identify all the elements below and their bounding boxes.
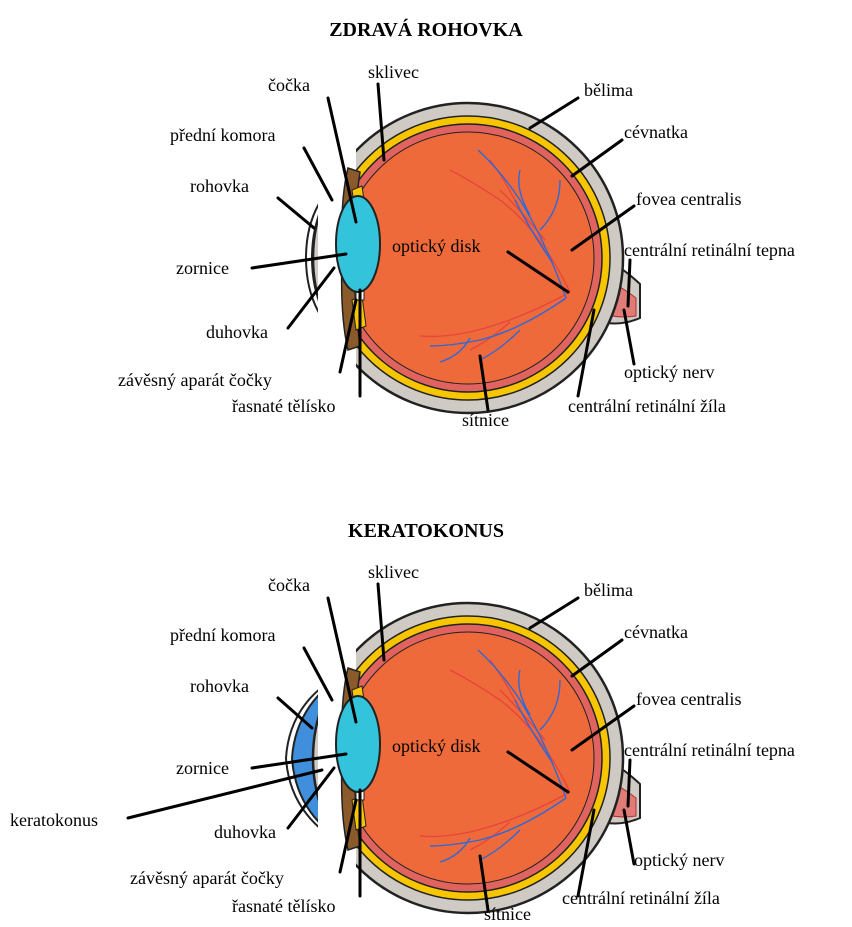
label-opticky-disk: optický disk	[392, 736, 481, 756]
label-sklivec: sklivec	[368, 62, 419, 82]
label-rohovka: rohovka	[190, 676, 249, 696]
label-cevnatka: cévnatka	[624, 622, 688, 642]
label-zavesny: závěsný aparát čočky	[118, 370, 272, 390]
label-zornice: zornice	[176, 258, 229, 278]
label-sitnice: sítnice	[484, 904, 531, 924]
label-zornice: zornice	[176, 758, 229, 778]
label-fovea: fovea centralis	[636, 689, 741, 709]
label-zavesny: závěsný aparát čočky	[130, 868, 284, 888]
diagram-keratoconus: KERATOKONUS čočka sklivec	[10, 520, 795, 924]
label-sklivec: sklivec	[368, 562, 419, 582]
label-sitnice: sítnice	[462, 410, 509, 430]
label-tepna: centrální retinální tepna	[624, 240, 795, 260]
label-predni-komora: přední komora	[170, 125, 275, 145]
label-tepna: centrální retinální tepna	[624, 740, 795, 760]
label-cocka: čočka	[268, 575, 310, 595]
label-zila: centrální retinální žíla	[562, 888, 720, 908]
label-opticky-disk: optický disk	[392, 236, 481, 256]
eye-illustration	[306, 103, 640, 413]
label-belima: bělima	[584, 80, 633, 100]
label-opticky-nerv: optický nerv	[624, 362, 714, 382]
label-cocka: čočka	[268, 75, 310, 95]
label-fovea: fovea centralis	[636, 189, 741, 209]
diagram-healthy: ZDRAVÁ ROHOVKA čočka s	[118, 18, 795, 430]
label-opticky-nerv: optický nerv	[634, 850, 724, 870]
label-predni-komora: přední komora	[170, 625, 275, 645]
label-rasnate: řasnaté tělísko	[232, 896, 335, 916]
diagram-title: KERATOKONUS	[348, 520, 504, 542]
label-cevnatka: cévnatka	[624, 122, 688, 142]
label-keratokonus: keratokonus	[10, 810, 98, 830]
label-zila: centrální retinální žíla	[568, 396, 726, 416]
label-duhovka: duhovka	[214, 822, 276, 842]
label-belima: bělima	[584, 580, 633, 600]
label-duhovka: duhovka	[206, 322, 268, 342]
diagram-title: ZDRAVÁ ROHOVKA	[329, 18, 523, 41]
label-rohovka: rohovka	[190, 176, 249, 196]
label-rasnate: řasnaté tělísko	[232, 396, 335, 416]
